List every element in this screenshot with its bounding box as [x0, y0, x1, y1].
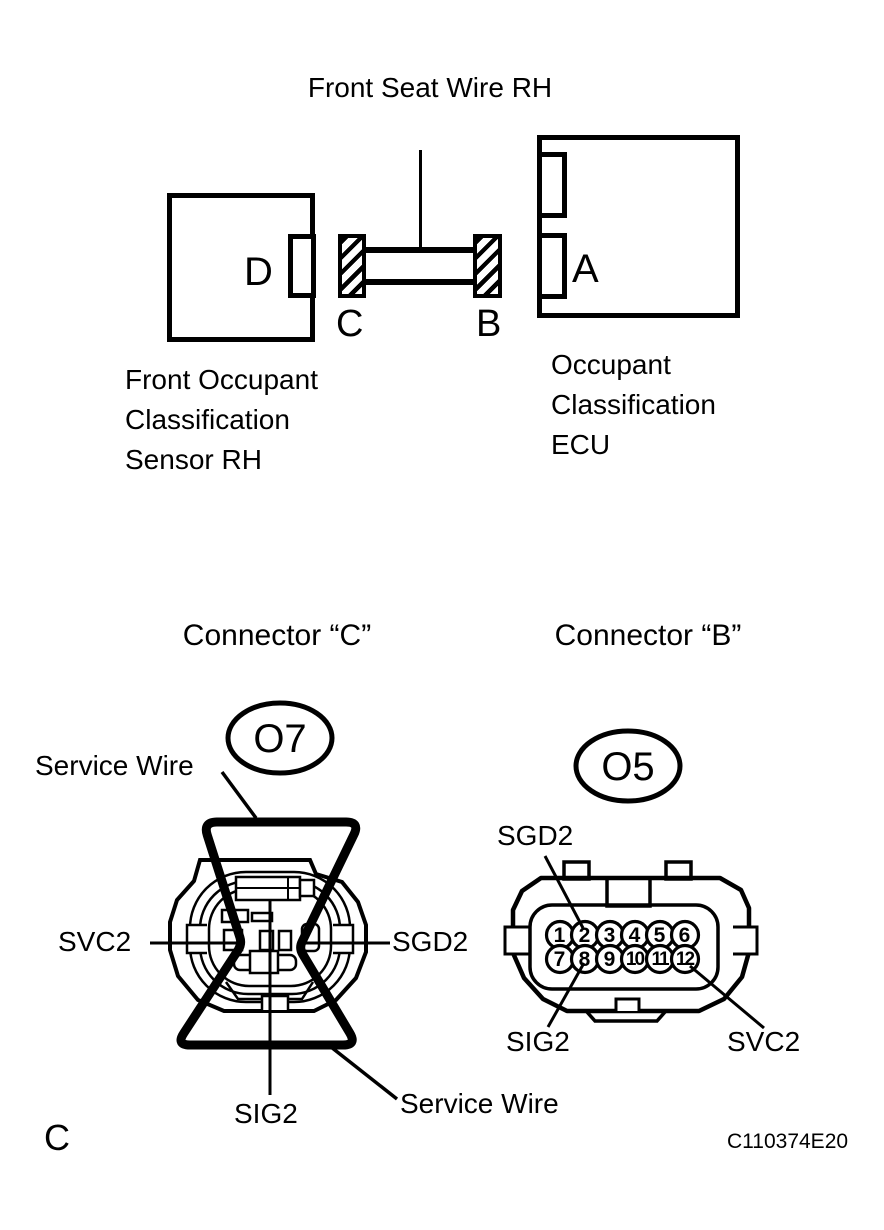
sig2-label: SIG2: [234, 1098, 298, 1129]
sig2-b-callout-line: [546, 962, 586, 1028]
connector-b-block: [473, 234, 502, 298]
connector-c-block: [338, 234, 366, 298]
pin-5-number: 5: [653, 924, 666, 947]
ecu-caption-line1: Occupant: [551, 349, 671, 380]
sensor-connector-tab: [288, 234, 316, 298]
connector-c-letter: C: [336, 303, 364, 345]
pin-7-number: 7: [553, 948, 566, 971]
connector-b-letter: B: [476, 303, 502, 345]
service-wire-bottom-label: Service Wire: [400, 1088, 559, 1119]
sgd2-b-callout-line: [543, 855, 585, 929]
service-wire-bottom-callout-line: [329, 1045, 399, 1101]
pin-12-number: 12: [675, 949, 695, 970]
sgd2-b-label: SGD2: [497, 820, 574, 851]
figure-title: Front Seat Wire RH: [307, 72, 553, 103]
pin-8-number: 8: [578, 948, 591, 971]
ecu-caption: Occupant Classification ECU: [551, 345, 716, 465]
svc2-label: SVC2: [58, 926, 132, 957]
sensor-caption-line3: Sensor RH: [125, 444, 262, 475]
pin-10-number: 10: [625, 949, 645, 970]
pin-2-number: 2: [578, 924, 591, 947]
sig2-b-label: SIG2: [506, 1026, 570, 1057]
connector-c-housing: [168, 858, 368, 1013]
service-wire-top-callout-line: [220, 770, 258, 820]
view-letter: C: [44, 1117, 70, 1158]
ecu-connector-tab-lower: [537, 233, 567, 299]
pin-9-number: 9: [603, 948, 616, 971]
connector-b-code-oval: [573, 728, 683, 804]
sgd2-label: SGD2: [392, 926, 469, 957]
ecu-caption-line3: ECU: [551, 429, 611, 460]
connector-b-heading: Connector “B”: [554, 619, 742, 652]
pin-3-number: 3: [603, 924, 616, 947]
svc2-b-label: SVC2: [727, 1026, 801, 1057]
connector-b-housing: [510, 875, 752, 1014]
connector-c-code-oval: [225, 700, 335, 776]
connector-c-code: O7: [253, 717, 307, 761]
figure-code: C110374E20: [727, 1130, 849, 1153]
service-wire-top-label: Service Wire: [35, 750, 194, 781]
pin-1-number: 1: [553, 924, 566, 947]
connector-c-drawing: [150, 700, 399, 1101]
svc2-b-callout-line: [689, 964, 765, 1030]
ecu-box-letter: A: [572, 247, 599, 291]
connector-b-drawing: [503, 728, 765, 1030]
harness-callout-line: [419, 150, 422, 250]
connector-b-code: O5: [601, 745, 655, 789]
pin-6-number: 6: [678, 924, 691, 947]
ecu-caption-line2: Classification: [551, 389, 716, 420]
service-wire-bowtie: [176, 817, 361, 1050]
sensor-caption-line1: Front Occupant: [125, 364, 318, 395]
sensor-caption: Front Occupant Classification Sensor RH: [125, 360, 318, 480]
pin-11-number: 11: [651, 949, 669, 970]
sensor-caption-line2: Classification: [125, 404, 290, 435]
ecu-box: [537, 135, 740, 318]
ecu-connector-tab-upper: [537, 152, 567, 218]
connector-c-heading: Connector “C”: [182, 619, 372, 652]
pin-4-number: 4: [628, 924, 641, 947]
sensor-box-letter: D: [244, 250, 273, 294]
seat-wire-harness: [366, 247, 473, 285]
